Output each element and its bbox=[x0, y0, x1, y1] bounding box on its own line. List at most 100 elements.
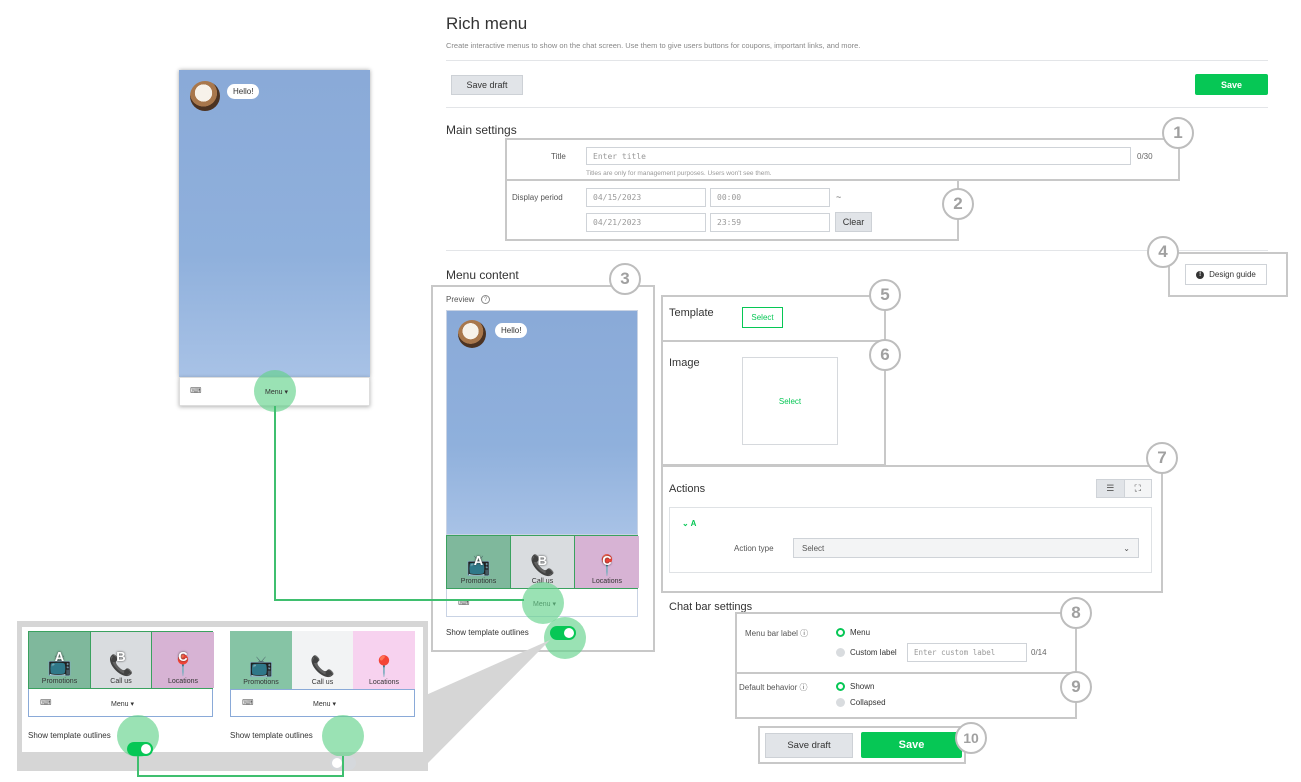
show-outlines-label: Show template outlines bbox=[446, 628, 529, 637]
chat-bar-heading: Chat bar settings bbox=[669, 601, 753, 613]
end-date-input[interactable]: 04/21/2023 bbox=[586, 213, 706, 232]
show-outlines-label: Show template outlines bbox=[230, 731, 313, 740]
cell-letter: B bbox=[116, 649, 126, 664]
callout-number: 5 bbox=[869, 279, 901, 311]
list-view-icon[interactable]: ☰ bbox=[1097, 480, 1125, 497]
greeting-bubble: Hello! bbox=[495, 323, 528, 338]
main-settings-heading: Main settings bbox=[446, 123, 517, 137]
preview-rich-menu: 📺 A Promotions 📞 B Call us 📍 C Locations bbox=[446, 535, 639, 589]
radio-selected-icon bbox=[836, 628, 845, 637]
menu-cell-b[interactable]: 📞 B Call us bbox=[91, 632, 152, 688]
save-button[interactable]: Save bbox=[1195, 74, 1268, 95]
callout-number: 10 bbox=[955, 722, 987, 754]
cell-label: Call us bbox=[110, 678, 132, 685]
start-time-input[interactable]: 00:00 bbox=[710, 188, 830, 207]
outline-toggle-on[interactable] bbox=[127, 742, 153, 756]
bottom-save-button[interactable]: Save bbox=[861, 732, 962, 758]
title-label: Title bbox=[551, 152, 566, 161]
template-label: Template bbox=[669, 307, 714, 319]
menu-cell-a[interactable]: 📺 A Promotions bbox=[447, 536, 511, 588]
clear-button[interactable]: Clear bbox=[835, 212, 872, 232]
actions-label: Actions bbox=[669, 483, 706, 495]
cell-letter: B bbox=[537, 553, 548, 568]
menu-cell-a[interactable]: 📺 A Promotions bbox=[29, 632, 91, 688]
cell-label: Call us bbox=[532, 578, 553, 585]
menu-bar-label-heading: Menu bar label ⓘ bbox=[745, 629, 809, 638]
image-label: Image bbox=[669, 357, 700, 369]
action-type-select[interactable]: Select ⌄ bbox=[793, 538, 1139, 558]
cell-letter: A bbox=[54, 649, 65, 664]
menu-bar-label[interactable]: Menu ▾ bbox=[265, 389, 288, 396]
page-subtitle: Create interactive menus to show on the … bbox=[446, 41, 861, 50]
title-input[interactable]: Enter title bbox=[586, 147, 1131, 165]
action-card-a bbox=[669, 507, 1152, 573]
callout-number: 1 bbox=[1162, 117, 1194, 149]
cell-label: Locations bbox=[592, 578, 622, 585]
action-type-value: Select bbox=[802, 543, 825, 553]
view-switcher: ☰ ⛶ bbox=[1096, 479, 1152, 498]
end-time-input[interactable]: 23:59 bbox=[710, 213, 830, 232]
default-behavior-heading: Default behavior ⓘ bbox=[739, 683, 808, 692]
action-type-label: Action type bbox=[734, 544, 774, 553]
preview-label: Preview bbox=[446, 295, 475, 304]
cell-label: Promotions bbox=[243, 679, 279, 686]
avatar bbox=[190, 81, 220, 111]
variant-plain-menu: 📺 Promotions 📞 Call us 📍 Locations bbox=[230, 631, 415, 689]
tilde-separator: ~ bbox=[836, 192, 842, 202]
radio-custom[interactable]: Custom label bbox=[836, 648, 897, 657]
variant-plain-bar bbox=[230, 689, 415, 717]
custom-label-input[interactable]: Enter custom label bbox=[907, 643, 1027, 662]
image-select-button[interactable]: Select bbox=[742, 357, 838, 445]
help-icon[interactable]: ? bbox=[481, 295, 490, 304]
callout-box-actions bbox=[661, 465, 1163, 593]
keyboard-icon[interactable]: ⌨ bbox=[40, 698, 52, 707]
cell-letter: C bbox=[602, 553, 612, 568]
radio-collapsed[interactable]: Collapsed bbox=[836, 698, 886, 707]
outline-toggle[interactable] bbox=[550, 626, 576, 640]
connector-line bbox=[274, 406, 276, 601]
template-select-button[interactable]: Select bbox=[742, 307, 783, 328]
chevron-down-icon: ⌄ bbox=[1123, 543, 1130, 553]
variant-outlined-bar bbox=[28, 689, 213, 717]
title-hint: Titles are only for management purposes.… bbox=[586, 170, 772, 177]
avatar bbox=[458, 320, 486, 348]
variant-outlined-menu: 📺 A Promotions 📞 B Call us 📍 C Locations bbox=[28, 631, 214, 689]
design-guide-label: Design guide bbox=[1209, 270, 1256, 279]
keyboard-icon[interactable]: ⌨ bbox=[242, 698, 254, 707]
radio-empty-icon bbox=[836, 648, 845, 657]
preview-chat-area bbox=[446, 310, 638, 535]
bottom-save-draft-button[interactable]: Save draft bbox=[765, 733, 853, 758]
radio-empty-icon bbox=[836, 698, 845, 707]
connector-line bbox=[137, 756, 139, 777]
pin-icon: 📍 bbox=[594, 555, 620, 577]
period-label: Display period bbox=[512, 193, 563, 202]
radio-menu[interactable]: Menu bbox=[836, 628, 870, 637]
design-guide-button[interactable]: ! Design guide bbox=[1185, 264, 1267, 285]
menu-cell-c[interactable]: 📍 Locations bbox=[353, 631, 415, 689]
menu-cell-c[interactable]: 📍 C Locations bbox=[152, 632, 214, 688]
keyboard-icon[interactable]: ⌨ bbox=[190, 386, 202, 395]
expand-view-icon[interactable]: ⛶ bbox=[1124, 480, 1151, 497]
radio-shown[interactable]: Shown bbox=[836, 682, 874, 691]
custom-label-count: 0/14 bbox=[1031, 648, 1047, 657]
cell-letter: A bbox=[473, 553, 484, 568]
tv-icon: 📺 bbox=[47, 655, 72, 677]
cell-label: Locations bbox=[369, 679, 399, 686]
phone-icon: 📞 bbox=[108, 655, 134, 677]
radio-selected-icon bbox=[836, 682, 845, 691]
callout-box-behavior bbox=[735, 672, 1077, 719]
action-a-toggle[interactable]: ⌄ A bbox=[682, 519, 697, 528]
connector-line bbox=[137, 775, 344, 777]
highlight-marker bbox=[254, 370, 296, 412]
menu-bar-label[interactable]: Menu ▾ bbox=[313, 701, 336, 708]
menu-cell-b[interactable]: 📞 B Call us bbox=[511, 536, 575, 588]
menu-bar-label[interactable]: Menu ▾ bbox=[111, 701, 134, 708]
keyboard-icon[interactable]: ⌨ bbox=[458, 598, 470, 607]
start-date-input[interactable]: 04/15/2023 bbox=[586, 188, 706, 207]
callout-number: 6 bbox=[869, 339, 901, 371]
menu-cell-c[interactable]: 📍 C Locations bbox=[575, 536, 639, 588]
menu-cell-b[interactable]: 📞 Call us bbox=[292, 631, 353, 689]
save-draft-button[interactable]: Save draft bbox=[451, 75, 523, 95]
menu-cell-a[interactable]: 📺 Promotions bbox=[230, 631, 292, 689]
callout-number: 4 bbox=[1147, 236, 1179, 268]
